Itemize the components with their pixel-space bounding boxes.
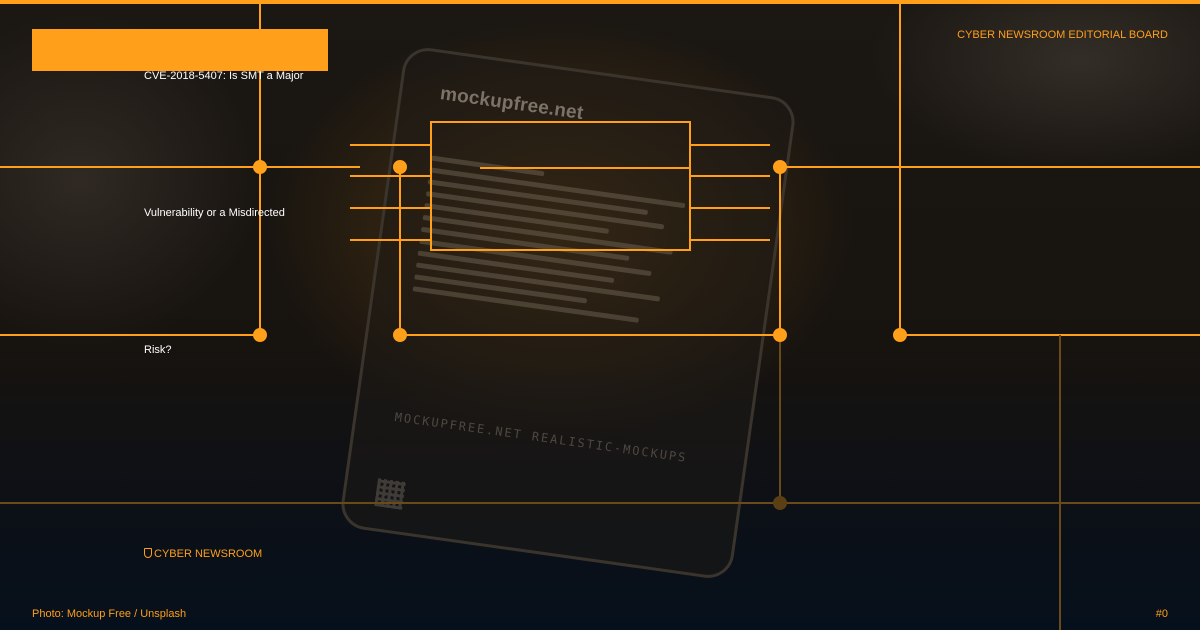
shield-icon — [144, 548, 152, 558]
title-highlight-bar — [32, 29, 328, 71]
headline-line-2: Vulnerability or a Misdirected — [144, 207, 285, 219]
circuit-node-dim — [773, 496, 787, 510]
brand-label: CYBER NEWSROOM — [144, 548, 262, 560]
circuit-lines-dim — [0, 335, 1200, 630]
card-index: #0 — [1155, 608, 1168, 620]
brand-name: CYBER NEWSROOM — [154, 548, 263, 560]
top-accent-bar — [0, 0, 1200, 4]
circuit-lines — [0, 4, 1200, 336]
photo-credit: Photo: Mockup Free / Unsplash — [32, 608, 187, 620]
editorial-board-label: CYBER NEWSROOM EDITORIAL BOARD — [957, 29, 1168, 41]
headline-line-1: CVE-2018-5407: Is SMT a Major — [144, 70, 304, 82]
circuit-nodes — [253, 160, 907, 342]
headline-line-3: Risk? — [144, 344, 172, 356]
